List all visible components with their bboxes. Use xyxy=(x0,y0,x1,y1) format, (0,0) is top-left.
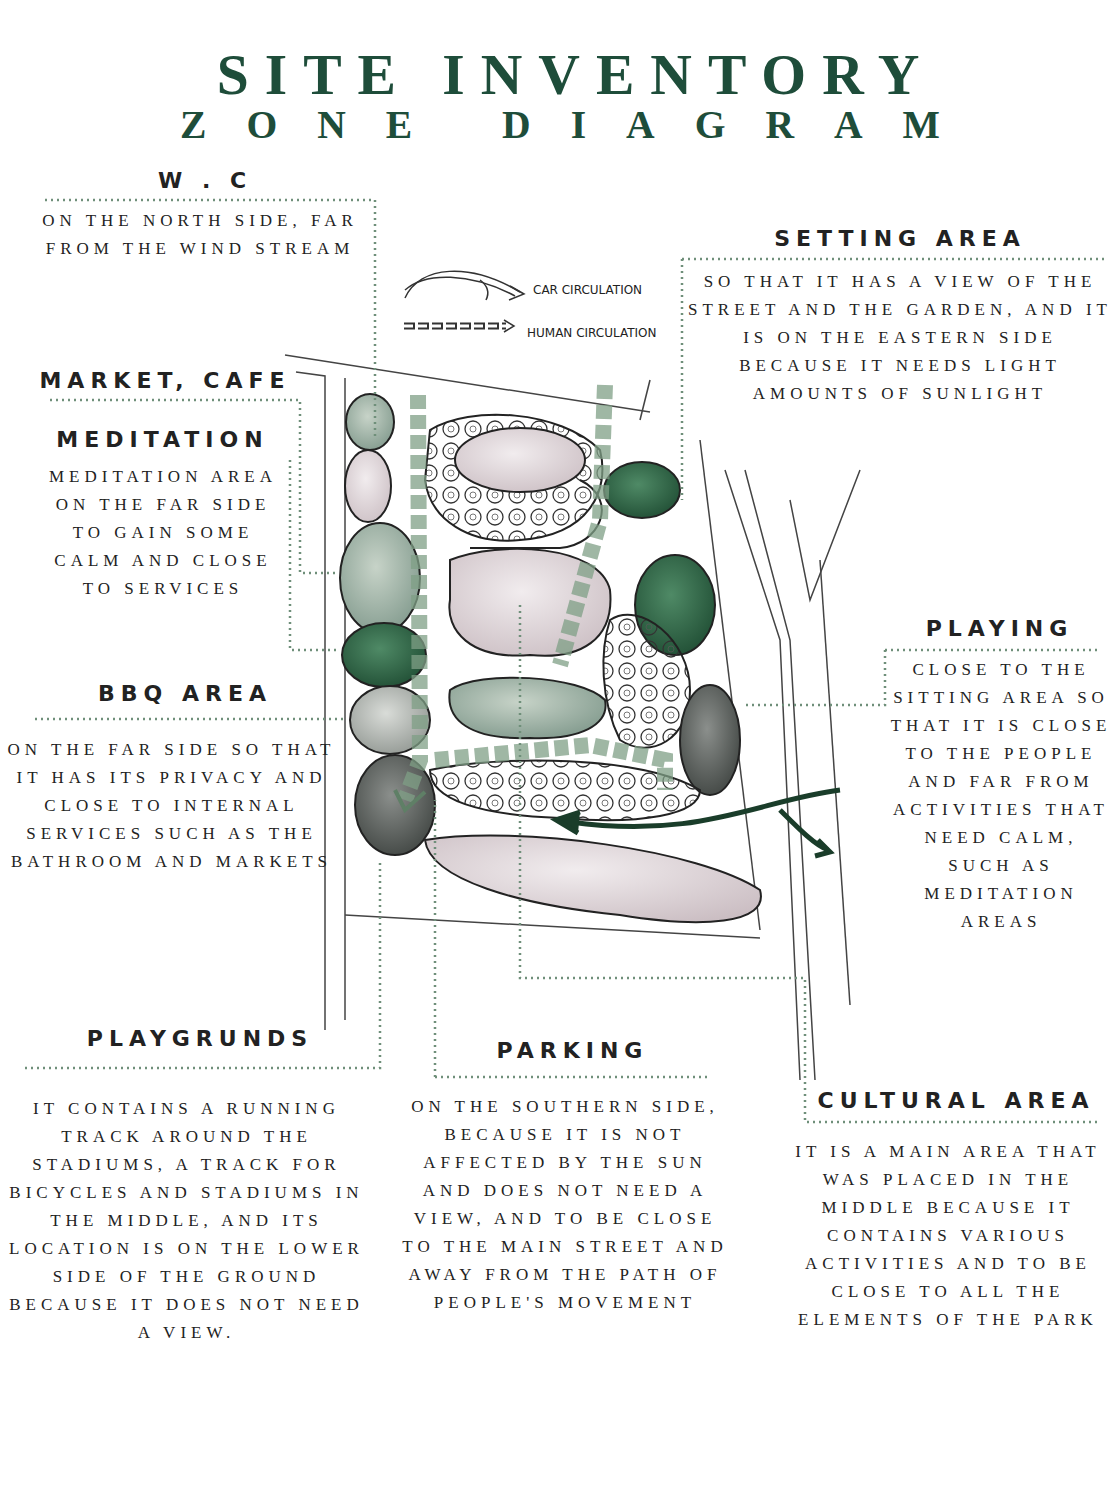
zone-heading: PARKING xyxy=(440,1038,705,1063)
streets xyxy=(285,355,860,1080)
car-circulation xyxy=(556,790,840,856)
zone-heading: CULTURAL AREA xyxy=(800,1088,1112,1113)
zone-note: ON THE FAR SIDE SO THAT IT HAS ITS PRIVA… xyxy=(4,736,339,876)
zone-note: IT CONTAINS A RUNNING TRACK AROUND THE S… xyxy=(4,1095,369,1347)
zone-heading: MEDITATION xyxy=(30,427,295,452)
zone-heading: PLAYGRUNDS xyxy=(40,1026,360,1051)
zone-note: ON THE NORTH SIDE, FAR FROM THE WIND STR… xyxy=(35,207,365,263)
legend-text: CAR CIRCULATION xyxy=(533,283,642,297)
zone-heading: SETTING AREA xyxy=(690,226,1110,251)
title: SITE INVENTORY xyxy=(0,40,1120,110)
subtitle: ZONE DIAGRAM xyxy=(0,100,1120,150)
zone-note: ON THE SOUTHERN SIDE, BECAUSE IT IS NOT … xyxy=(400,1093,730,1317)
legend-icons xyxy=(404,271,524,332)
zone-heading: MARKET, CAFE xyxy=(10,368,320,393)
zone-note: MEDITATION AREA ON THE FAR SIDE TO GAIN … xyxy=(38,463,288,603)
zone-note: CLOSE TO THE SITTING AREA SO THAT IT IS … xyxy=(888,656,1114,936)
zones xyxy=(340,394,761,922)
zone-heading: W . C xyxy=(45,168,365,193)
zone-heading: BBQ AREA xyxy=(50,681,320,706)
zone-heading: PLAYING xyxy=(892,616,1107,641)
zone-note: IT IS A MAIN AREA THAT WAS PLACED IN THE… xyxy=(788,1138,1108,1334)
human-circulation xyxy=(395,385,665,810)
zone-note: SO THAT IT HAS A VIEW OF THE STREET AND … xyxy=(688,268,1112,408)
legend-text: HUMAN CIRCULATION xyxy=(527,326,657,340)
